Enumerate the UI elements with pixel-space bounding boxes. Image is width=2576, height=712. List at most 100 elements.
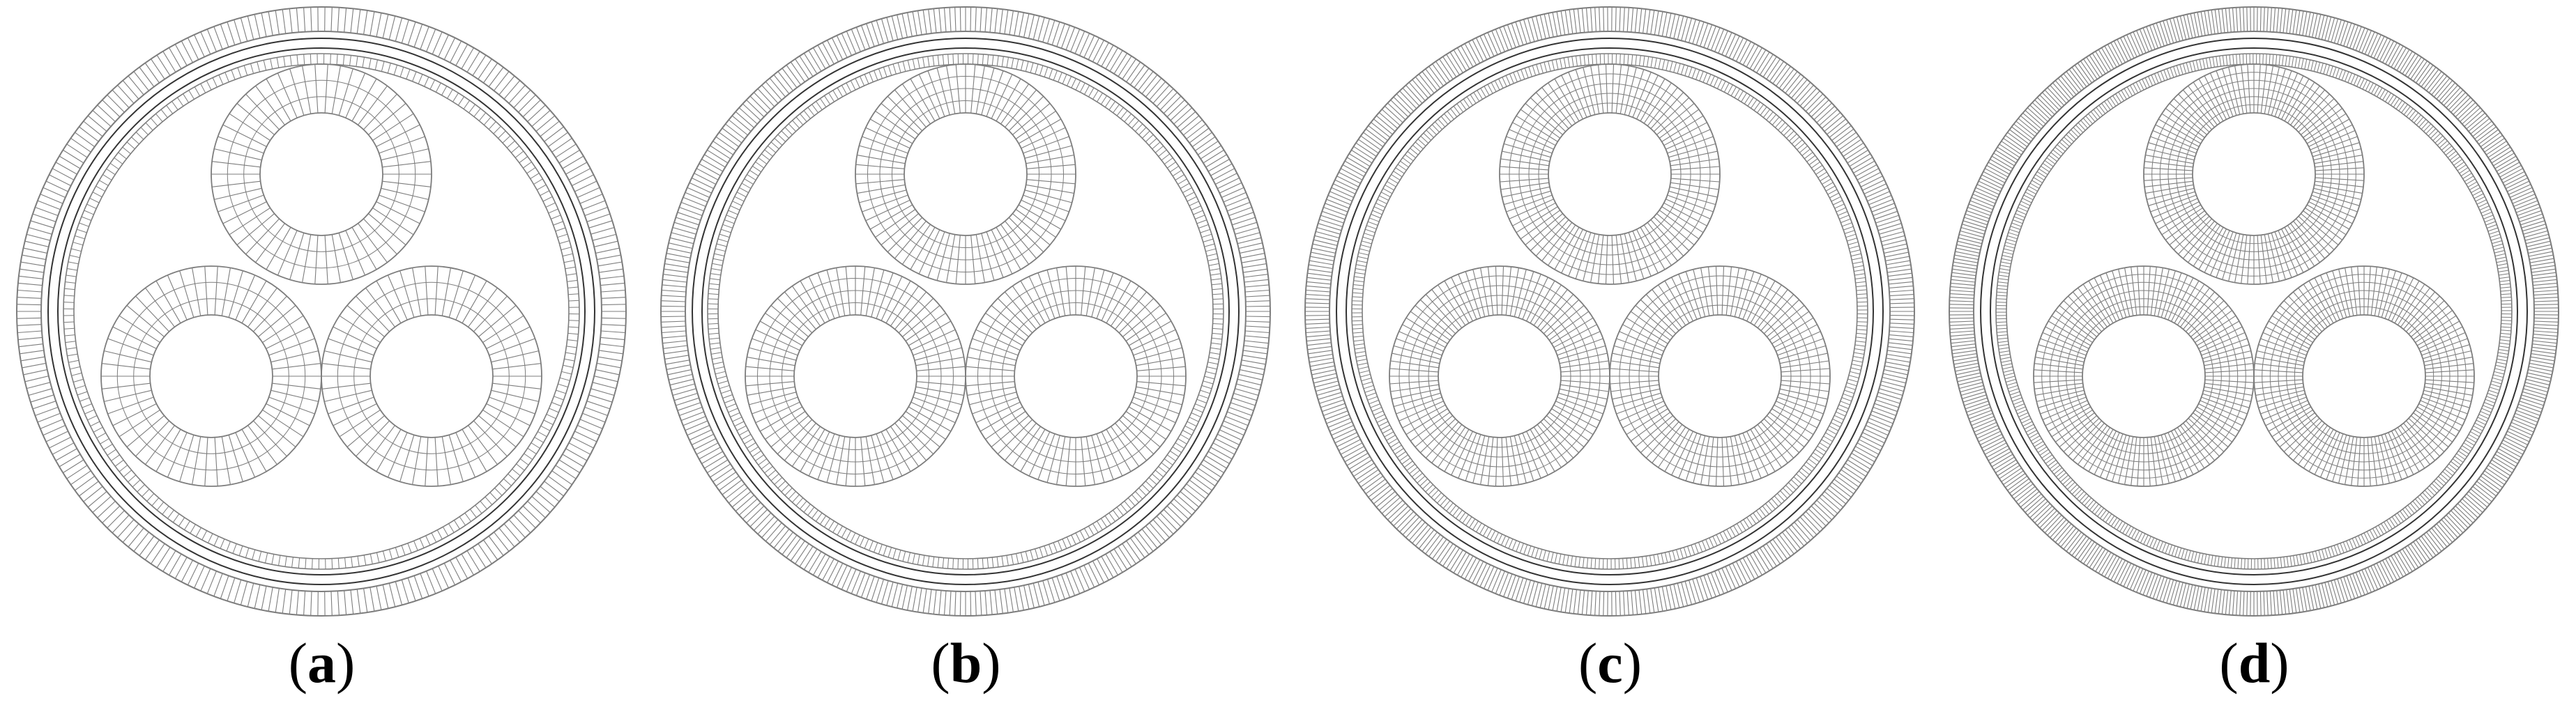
core-1-layer-5 — [2151, 72, 2356, 277]
core-1-layer-2 — [879, 88, 1052, 261]
core-1-conductor — [259, 112, 383, 236]
sheath-line-1 — [1980, 38, 2528, 585]
core-3-radial-mesh — [1610, 266, 1830, 486]
core-2-layer-3 — [2057, 290, 2230, 463]
core-1-radial-mesh — [1500, 64, 1720, 284]
core-2-conductor — [149, 314, 273, 438]
panel-c: (c) — [1288, 0, 1932, 712]
core-3-layer-1 — [353, 298, 510, 454]
core-2-radial-mesh — [101, 266, 321, 486]
outer-ring-edge — [660, 6, 1271, 617]
caption-a: (a) — [288, 631, 356, 695]
core-2-layer-1 — [133, 298, 289, 454]
outer-ring-edge — [16, 6, 627, 617]
sheath-line-1 — [692, 38, 1240, 585]
core-1-layer-2 — [1528, 93, 1691, 256]
core-2-layer-1 — [1428, 304, 1571, 448]
core-3-layer-2 — [989, 290, 1162, 463]
inner-ring-mesh — [1351, 53, 1868, 570]
core-1-layer-1 — [1538, 102, 1682, 246]
caption-d: (d) — [2219, 631, 2289, 695]
cable-mesh-d — [1949, 6, 2559, 617]
cable-mesh-c — [1304, 6, 1915, 617]
core-3-outer-edge — [321, 265, 542, 487]
sheath-line-2 — [57, 47, 586, 575]
core-2-radial-mesh — [1389, 266, 1610, 486]
inner-ring-outer-edge — [707, 53, 1224, 570]
caption-b: (b) — [931, 631, 1001, 695]
core-3-conductor — [369, 314, 494, 438]
panel-b: (b) — [644, 0, 1288, 712]
core-3-layer-1 — [2294, 306, 2434, 447]
panel-d: (d) — [1933, 0, 2576, 712]
core-3-layer-2 — [337, 281, 526, 471]
outer-ring-mesh — [17, 6, 626, 617]
core-2-conductor — [2082, 314, 2206, 438]
core-3-radial-mesh — [321, 266, 542, 486]
core-3-layer-2 — [2286, 298, 2442, 454]
core-1-layer-1 — [243, 96, 399, 252]
core-2-conductor — [793, 314, 917, 438]
core-3-conductor — [1014, 314, 1138, 438]
core-1-outer-edge — [2143, 63, 2365, 285]
core-1-conductor — [1548, 112, 1672, 236]
core-1-outer-edge — [855, 63, 1076, 285]
core-3-outer-edge — [1609, 265, 1831, 487]
core-3-layer-2 — [1638, 295, 1801, 458]
core-1-layer-3 — [1518, 83, 1701, 265]
core-1-outer-edge — [211, 63, 432, 285]
outer-ring-mesh — [1949, 6, 2559, 617]
sheath-line-2 — [701, 47, 1230, 575]
inner-ring-outer-edge — [1995, 53, 2513, 570]
core-2-layer-2 — [116, 281, 306, 471]
core-2-conductor — [1438, 314, 1562, 438]
inner-ring-mesh — [707, 53, 1224, 570]
outer-ring-edge — [1949, 6, 2559, 617]
core-3-conductor — [1658, 314, 1782, 438]
caption-c: (c) — [1578, 631, 1643, 695]
core-1-radial-mesh — [211, 64, 432, 284]
core-3-layer-4 — [1619, 275, 1821, 477]
core-1-conductor — [904, 112, 1028, 236]
outer-ring-inner-edge — [1329, 31, 1891, 592]
outer-ring-inner-edge — [1973, 31, 2535, 592]
core-3-layer-4 — [2269, 281, 2459, 471]
outer-ring-mesh — [661, 7, 1270, 616]
cable-mesh-a — [16, 6, 627, 617]
core-3-layer-3 — [2278, 290, 2451, 463]
sheath-line-1 — [1336, 38, 1884, 585]
inner-ring-outer-edge — [63, 53, 580, 570]
cable-mesh-b — [660, 6, 1271, 617]
core-2-layer-1 — [782, 302, 929, 450]
core-3-outer-edge — [2253, 265, 2475, 487]
core-1-outer-edge — [1499, 63, 1721, 285]
core-2-layer-3 — [1408, 285, 1591, 467]
core-2-layer-5 — [2041, 274, 2246, 479]
core-1-layer-1 — [892, 100, 1039, 248]
inner-ring-mesh — [1995, 53, 2513, 570]
core-3-layer-3 — [1629, 285, 1811, 467]
core-1-layer-3 — [2167, 88, 2340, 261]
core-2-layer-1 — [2073, 306, 2214, 447]
core-3-layer-1 — [1648, 304, 1792, 448]
core-3-conductor — [2302, 314, 2426, 438]
core-2-layer-2 — [1418, 295, 1581, 458]
core-2-layer-4 — [1398, 275, 1601, 477]
sheath-line-2 — [1990, 47, 2518, 575]
core-1-layer-2 — [227, 79, 416, 269]
panel-a: (a) — [0, 0, 643, 712]
core-1-layer-3 — [867, 76, 1064, 272]
core-1-layer-4 — [2159, 79, 2349, 269]
core-3-layer-3 — [977, 278, 1174, 474]
inner-ring-mesh — [63, 53, 580, 570]
core-2-layer-3 — [757, 278, 954, 474]
sheath-line-2 — [1346, 47, 1874, 575]
sheath-line-1 — [47, 38, 595, 585]
core-2-layer-4 — [2049, 281, 2239, 471]
outer-ring-inner-edge — [685, 31, 1247, 592]
core-1-layer-1 — [2183, 104, 2324, 245]
core-2-layer-2 — [769, 290, 942, 463]
outer-ring-edge — [1304, 6, 1915, 617]
inner-ring-outer-edge — [1351, 53, 1868, 570]
